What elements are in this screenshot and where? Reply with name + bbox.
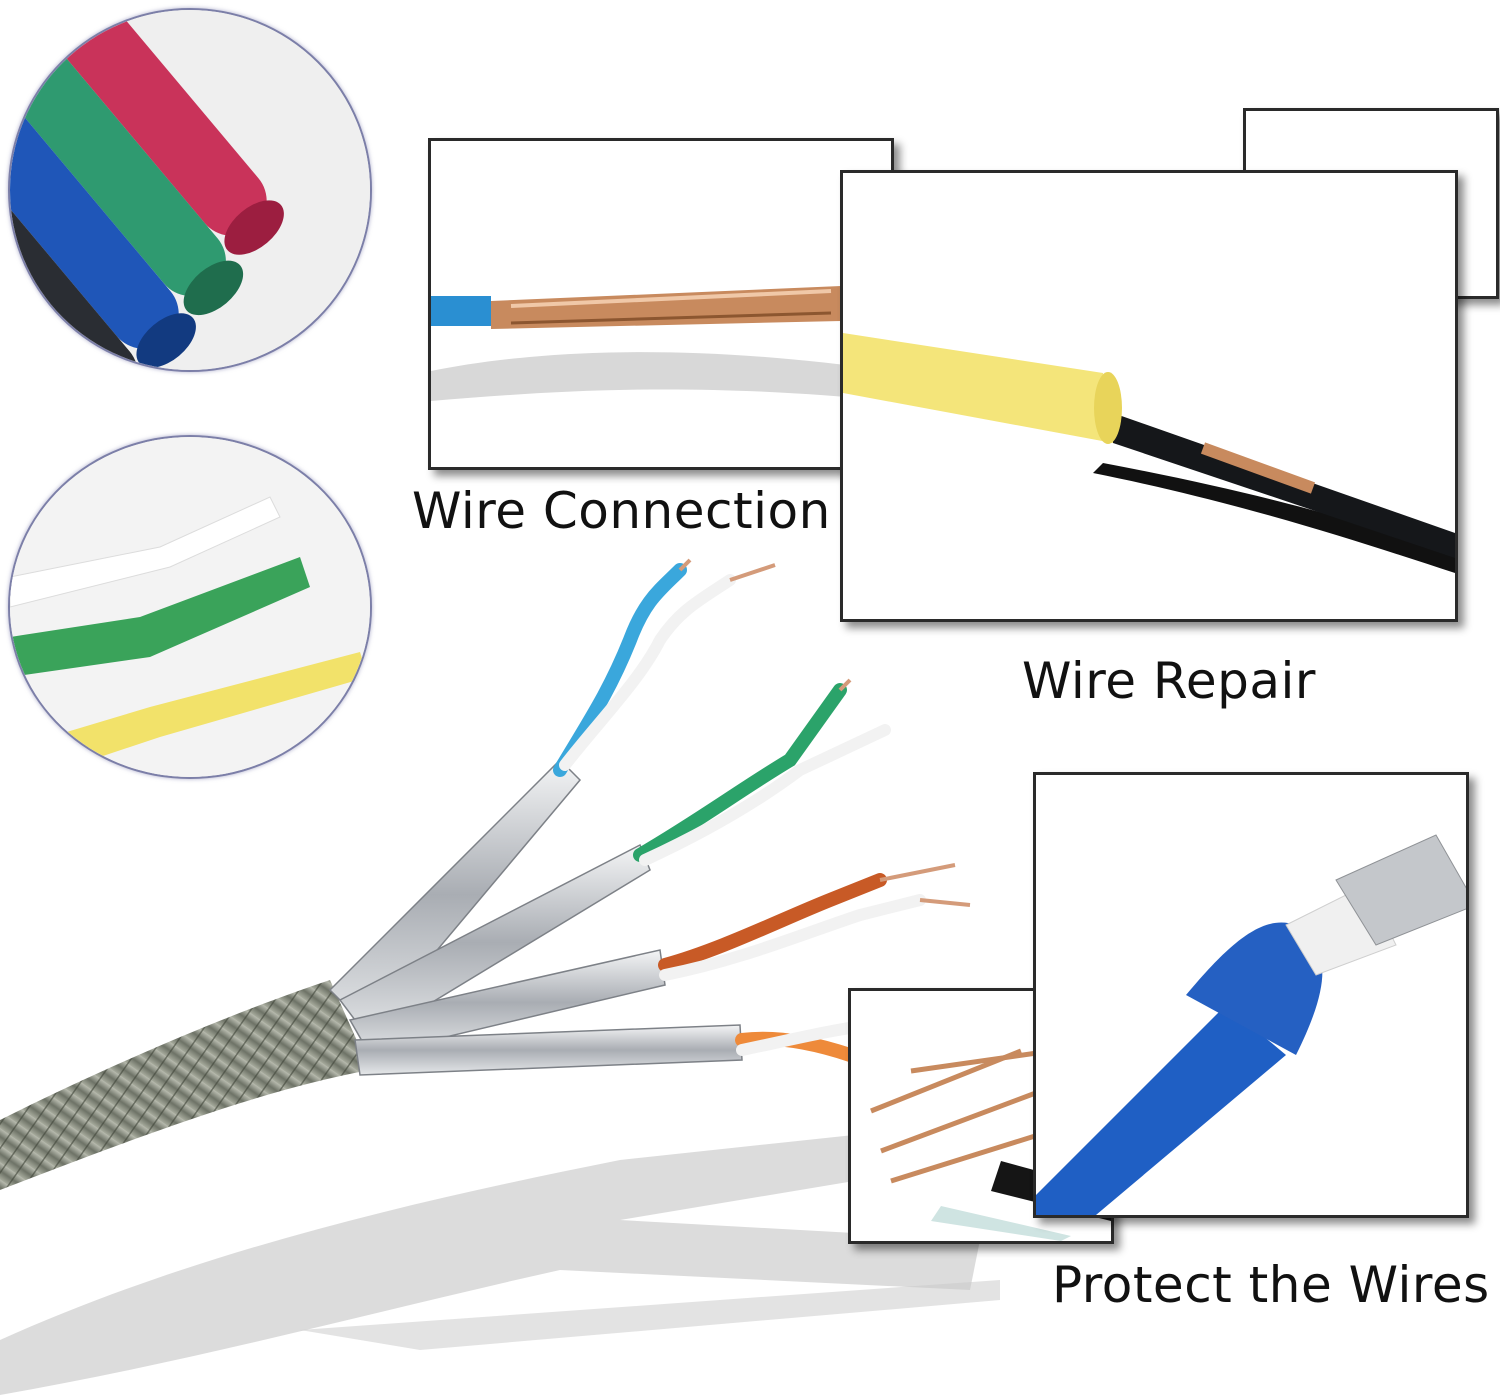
protect-wires-photo [1033,772,1469,1218]
heat-shrink-tubes-photo [8,8,372,372]
shrunk-tubes-photo [8,435,372,779]
caption-protect-wires: Protect the Wires [1052,1256,1490,1314]
caption-wire-repair: Wire Repair [1022,652,1316,710]
wire-connection-photo [428,138,894,470]
caption-wire-connection: Wire Connection [412,482,831,540]
wire-repair-photo [840,170,1458,622]
